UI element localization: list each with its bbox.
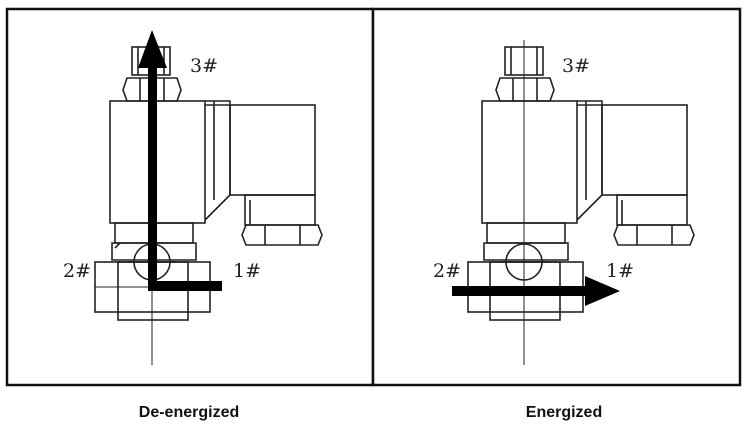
- left-port-3-label: 3#: [190, 55, 218, 77]
- left-port-1-label: 1#: [233, 260, 261, 282]
- left-panel-frame: [5, 7, 375, 387]
- left-flow-arrow: [138, 30, 222, 291]
- de-energized-caption: De-energized: [138, 404, 240, 421]
- right-port-2-label: 2#: [433, 260, 461, 282]
- left-port-2-label: 2#: [63, 260, 91, 282]
- energized-caption: Energized: [525, 404, 603, 421]
- right-port-3-label: 3#: [562, 55, 590, 77]
- right-port-1-label: 1#: [606, 260, 634, 282]
- right-flow-arrow: [452, 276, 620, 306]
- right-panel-frame: [371, 7, 742, 387]
